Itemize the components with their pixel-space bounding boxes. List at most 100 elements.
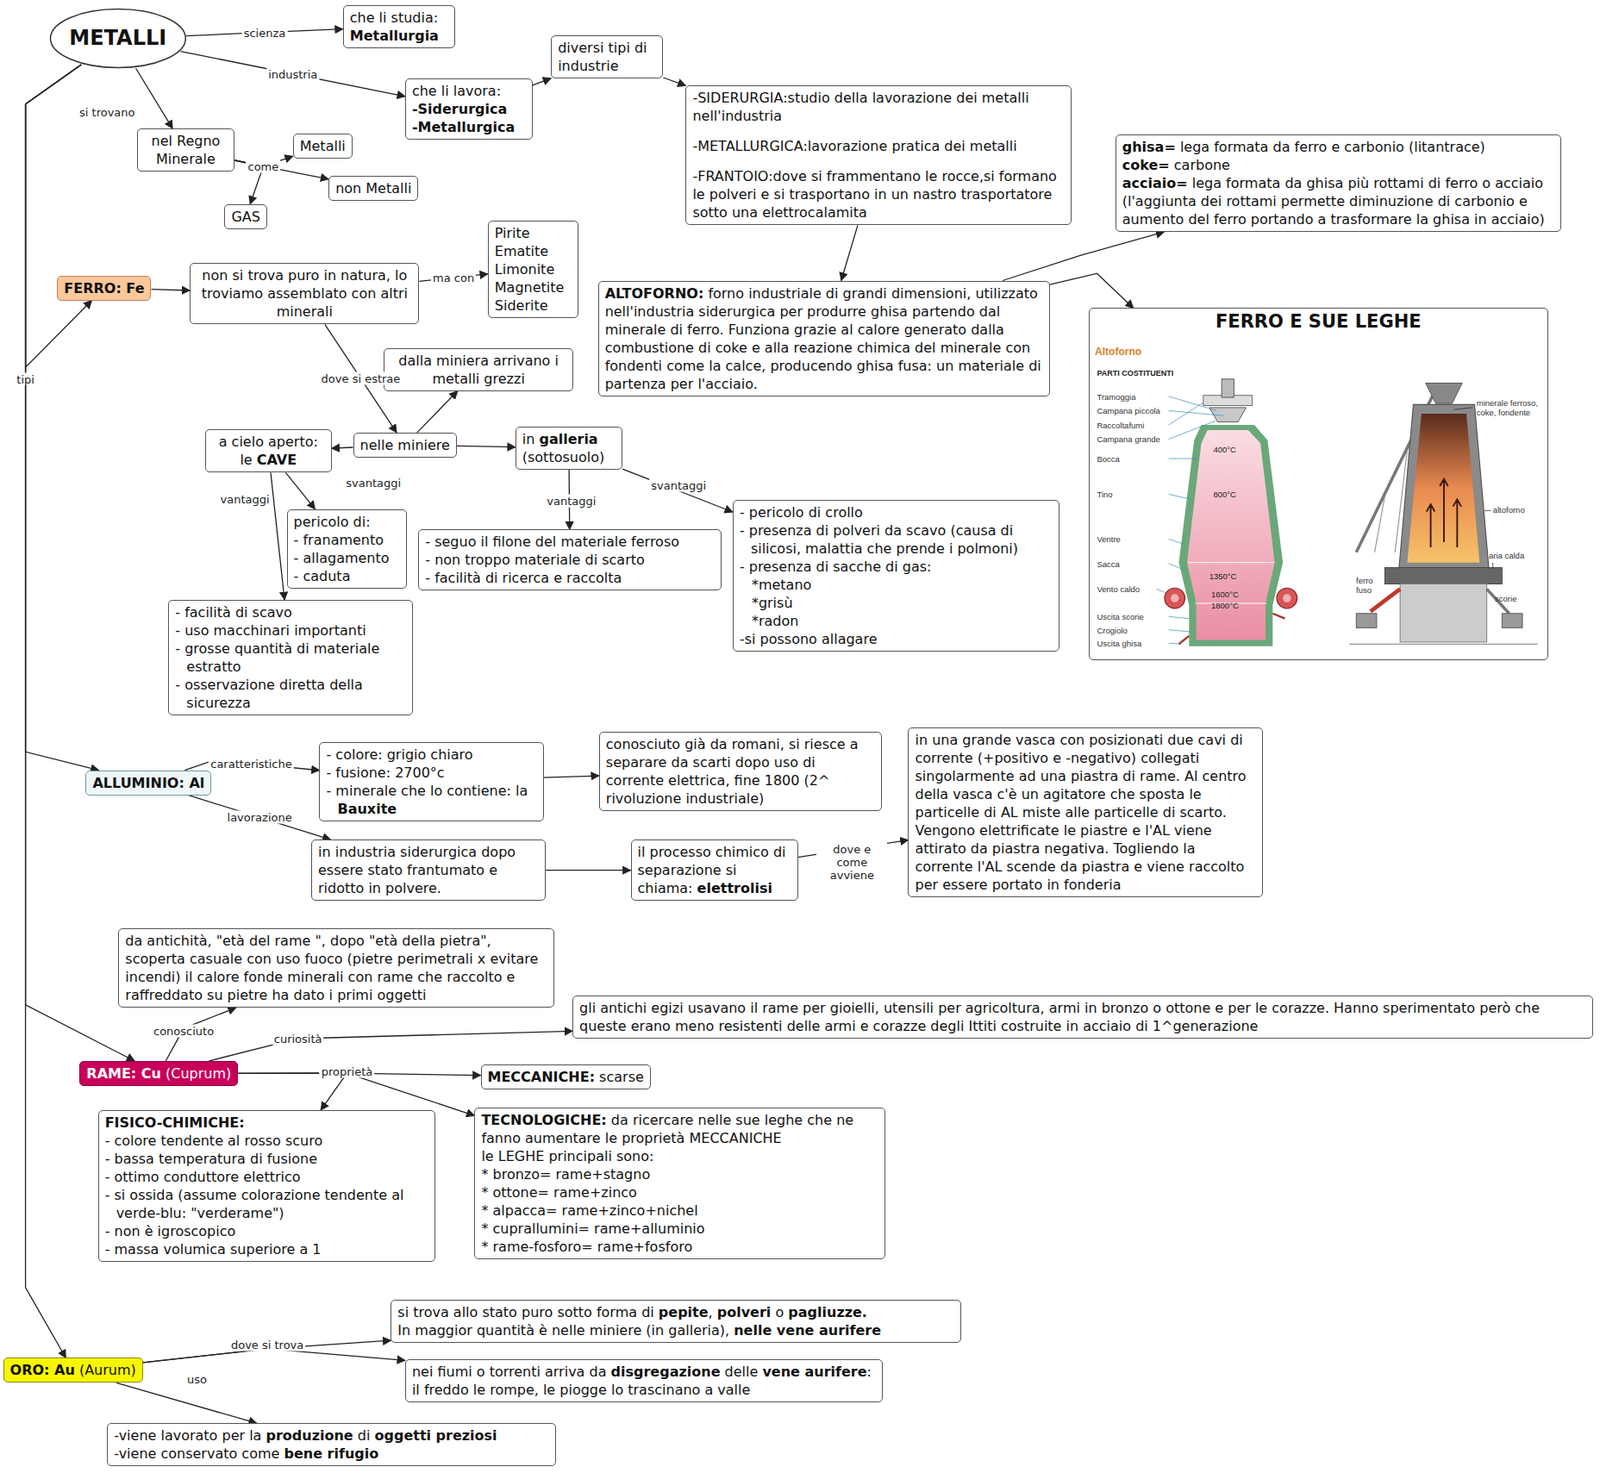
leader-line [1168, 643, 1182, 644]
furnace-fire [1406, 413, 1480, 563]
connector [270, 472, 285, 600]
leader-line [1168, 410, 1225, 416]
edge-label: come [245, 159, 281, 173]
node-text: - colore tendente al rosso scuro [105, 1131, 430, 1150]
part-label: 1800°C [1211, 600, 1239, 611]
concept-box: non Metalli [328, 175, 419, 201]
node-text: - fusione: 2700°c [325, 763, 537, 782]
tap-pipe [1178, 636, 1189, 644]
text-run: polveri [717, 1304, 772, 1321]
text-run: ghisa= [1122, 138, 1176, 156]
node-text: FISICO-CHIMICHE: [105, 1113, 430, 1132]
concept-box: -viene lavorato per la produzione di ogg… [106, 1423, 557, 1467]
text-run: - massa volumica superiore a 1 [105, 1241, 322, 1258]
text-run: carbone [1169, 156, 1231, 174]
concept-box: diversi tipi di industrie [550, 35, 663, 79]
edge-label: dove si estrae [319, 372, 403, 386]
part-label: 1350°C [1209, 571, 1238, 582]
node-text: - non troppo materiale di scarto [425, 550, 715, 569]
arrow [1453, 499, 1462, 548]
node-text: *metano [739, 575, 1053, 594]
edge-label: scienza [242, 25, 288, 39]
node-text: *grisù [739, 593, 1053, 613]
leader-line [1156, 588, 1167, 594]
text-run: in [522, 431, 540, 448]
node-text: -viene lavorato per la produzione di ogg… [113, 1426, 550, 1445]
node-text: - colore: grigio chiaro [325, 745, 537, 764]
node-text: - presenza di sacche di gas: [739, 557, 1053, 576]
node-text: -Metallurgica [412, 118, 526, 137]
node-text: MECCANICHE: scarse [487, 1068, 644, 1087]
concept-box: si trova allo stato puro sotto forma di … [390, 1300, 962, 1344]
leader-line [1168, 630, 1192, 632]
hot-blast-blower [1164, 587, 1186, 609]
text-run: MECCANICHE: [487, 1068, 596, 1086]
iron-ladle [1356, 613, 1377, 629]
node-text: *radon [739, 612, 1053, 631]
connector [622, 468, 733, 513]
text-run: produzione [266, 1427, 354, 1444]
edge-label: lavorazione [225, 811, 294, 825]
node-text: -SIDERURGIA:studio della lavorazione dei… [692, 88, 1064, 125]
part-label: Altoforno [1094, 345, 1142, 358]
furnace-body [1399, 404, 1489, 568]
node-text: * bronzo= rame+stagno [481, 1165, 879, 1184]
concept-box: Metalli [293, 133, 353, 159]
text-run: * cuprallumini= rame+alluminio [481, 1220, 705, 1238]
part-label: Campana piccola [1096, 406, 1160, 416]
connector [543, 775, 600, 778]
part-label: ferro fuso [1356, 575, 1388, 595]
text-run: METALLI [68, 25, 167, 50]
concept-box: PiriteEmatiteLimoniteMagnetiteSiderite [487, 220, 579, 319]
text-run: (sottosuolo) [522, 449, 605, 466]
zone-line [1187, 562, 1274, 563]
text-run: - si ossida (assume colorazione tendente… [105, 1187, 405, 1222]
node-text: in galleria (sottosuolo) [522, 430, 616, 467]
part-label: Ventre [1096, 534, 1120, 544]
text-run: che li lavora: [412, 82, 501, 100]
tuyere-ring [1384, 568, 1502, 585]
concept-box: FERRO: Fe [56, 275, 151, 301]
node-text: * rame-fosforo= rame+fosforo [481, 1237, 879, 1257]
concept-box: nelle miniere [353, 432, 457, 458]
part-label: Bocca [1096, 454, 1119, 464]
edge-label: si trovano [77, 106, 137, 119]
text-run: nelle vene aurifere [733, 1322, 882, 1339]
node-text: * cuprallumini= rame+alluminio [481, 1219, 879, 1238]
hot-blast-blower [1170, 593, 1179, 602]
concept-box: che li lavora:-Siderurgica-Metallurgica [405, 78, 533, 140]
part-label: PARTI COSTITUENTI [1096, 368, 1174, 379]
edge-label: ma con [431, 271, 476, 285]
connector [1050, 273, 1134, 308]
node-text: Pirite [494, 224, 572, 243]
text-run: FISICO-CHIMICHE: [105, 1114, 245, 1132]
concept-box: gli antichi egizi usavano il rame per gi… [572, 995, 1594, 1039]
node-text: Metallurgia [350, 26, 449, 45]
text-run: pagliuzze. [787, 1304, 868, 1321]
connector [1002, 231, 1164, 281]
node-text: diversi tipi di industrie [557, 38, 657, 75]
concept-box: ALLUMINIO: Al [85, 770, 212, 796]
leader-line [1454, 407, 1473, 410]
text-run: * alpacca= rame+zinco+nichel [481, 1202, 698, 1219]
hot-blast-blower [1276, 587, 1298, 609]
text-run: (Cuprum) [161, 1065, 232, 1082]
node-text: non Metalli [335, 179, 412, 198]
ellipse-node: METALLI [49, 7, 188, 69]
hopper-stem [1221, 379, 1234, 398]
node-text: - minerale che lo contiene: la Bauxite [325, 781, 537, 819]
connector [237, 1073, 475, 1116]
node-text: nel Regno Minerale [143, 131, 229, 169]
part-label: Uscita scorie [1096, 612, 1144, 622]
connector [188, 795, 332, 840]
node-text: TECNOLOGICHE: da ricercare nelle sue leg… [481, 1111, 879, 1148]
text-run: TECNOLOGICHE: [481, 1112, 607, 1129]
furnace-section [1164, 379, 1298, 647]
node-text: - allagamento [293, 549, 401, 568]
text-run: si trova allo stato puro sotto forma di [397, 1304, 658, 1321]
concept-box: in galleria (sottosuolo) [515, 426, 623, 470]
hot-blast-blower [1282, 593, 1291, 602]
concept-box: nei fiumi o torrenti arriva da disgregaz… [405, 1359, 883, 1403]
